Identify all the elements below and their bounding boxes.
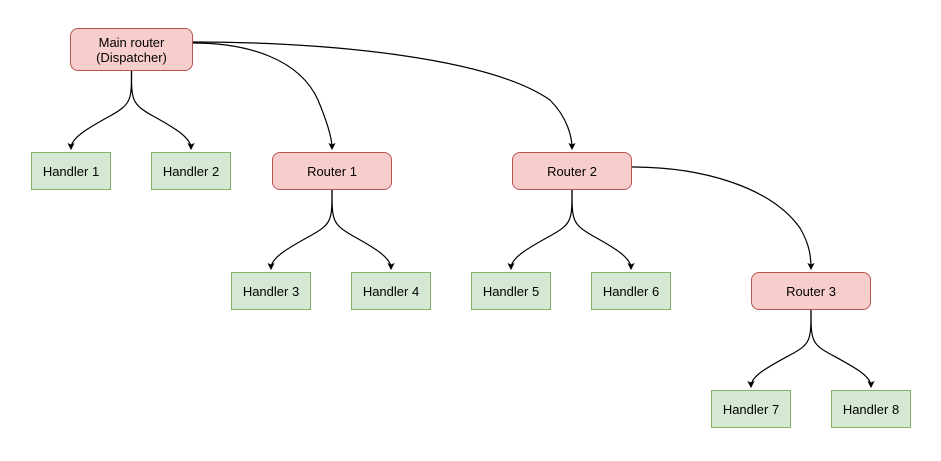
node-label-main-router: Main router (Dispatcher) [96,34,167,65]
node-handler-8[interactable]: Handler 8 [831,390,911,428]
node-handler-2[interactable]: Handler 2 [151,152,231,190]
edge-main-to-router-2 [192,41,576,151]
edge-main-to-router-1 [192,42,336,151]
node-label-handler-2: Handler 2 [162,163,220,179]
node-label-router-1: Router 1 [307,163,357,179]
edge-main-to-handler-1 [67,70,133,151]
node-handler-6[interactable]: Handler 6 [591,272,671,310]
edge-main-to-handler-2 [130,70,195,151]
node-handler-3[interactable]: Handler 3 [231,272,311,310]
edge-router-1-to-handler-4 [331,189,395,271]
node-router-2[interactable]: Router 2 [512,152,632,190]
node-label-handler-6: Handler 6 [602,283,660,299]
edge-router-2-to-handler-5 [507,189,573,271]
node-router-3[interactable]: Router 3 [751,272,871,310]
node-label-handler-8: Handler 8 [842,401,900,417]
edge-router-1-to-handler-3 [267,189,333,271]
edge-group [67,41,875,389]
node-handler-7[interactable]: Handler 7 [711,390,791,428]
node-handler-4[interactable]: Handler 4 [351,272,431,310]
node-label-handler-5: Handler 5 [482,283,540,299]
node-label-router-3: Router 3 [786,283,836,299]
edge-router-2-to-router-3 [631,166,815,271]
edge-router-2-to-handler-6 [571,189,635,271]
node-router-1[interactable]: Router 1 [272,152,392,190]
node-label-handler-7: Handler 7 [722,401,780,417]
node-label-handler-4: Handler 4 [362,283,420,299]
node-label-handler-1: Handler 1 [42,163,100,179]
node-main-router[interactable]: Main router (Dispatcher) [70,28,193,71]
edge-router-3-to-handler-8 [810,309,875,389]
node-handler-1[interactable]: Handler 1 [31,152,111,190]
node-label-router-2: Router 2 [547,163,597,179]
node-label-handler-3: Handler 3 [242,283,300,299]
edge-router-3-to-handler-7 [747,309,812,389]
node-handler-5[interactable]: Handler 5 [471,272,551,310]
